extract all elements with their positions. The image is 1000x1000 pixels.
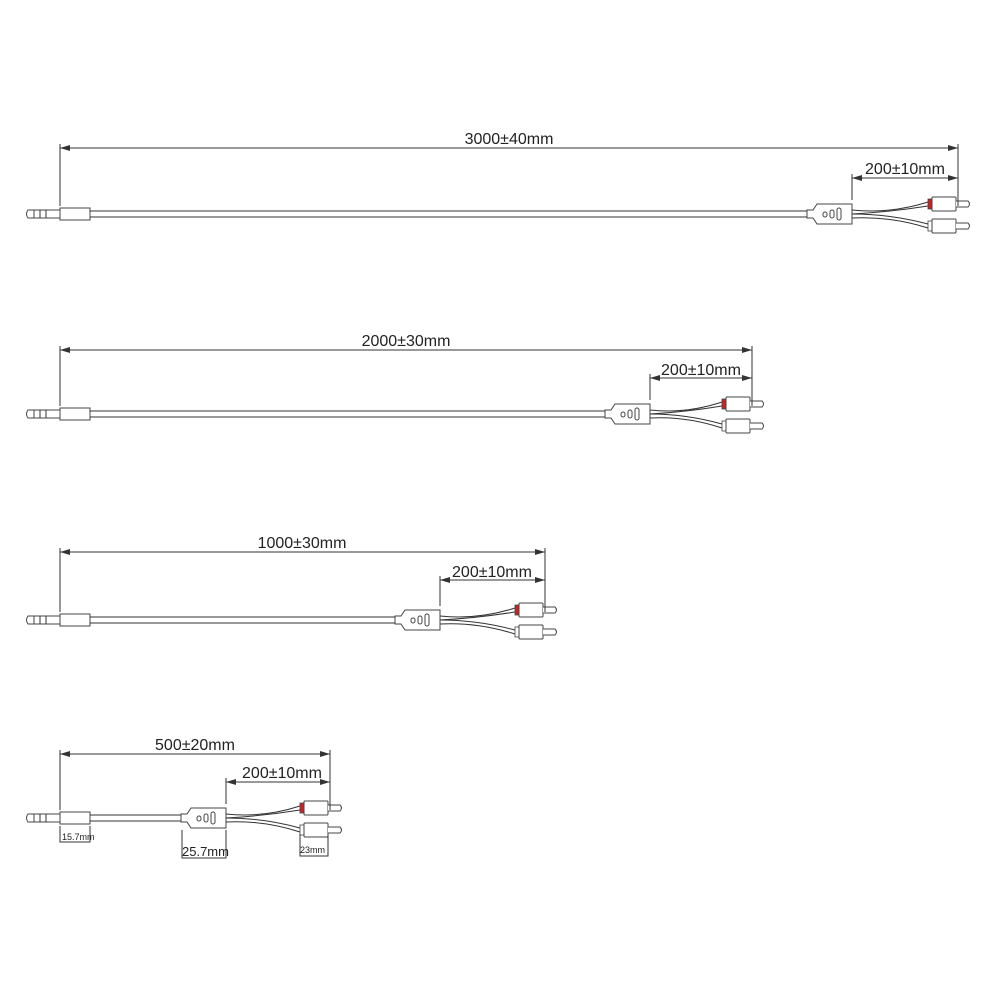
cable-1-splitter-mark2 [829,209,835,219]
rca-plug-body-cable-2-red [725,396,751,412]
cable-1-branch-1-a [851,213,929,225]
splitter-length-label: 25.7mm [182,844,229,859]
rca-pin-cable-3-red [543,606,557,614]
cable-4-splitter-mark1 [196,815,202,822]
rca-pin-cable-2-white [750,422,764,430]
cable-4-splitter-mark3 [210,811,216,825]
cable-3-jack-shaft [33,615,61,625]
cable-1-jack-body [59,207,91,221]
rca-band-cable-1-white [927,220,933,232]
rca-plug-body-cable-3-white [518,624,544,640]
jack-length-label: 15.7mm [62,832,95,842]
cable-1-splitter-mark1 [822,211,828,218]
rca-length-label: 23mm [300,845,325,855]
cable-1-jack-tip [26,209,34,219]
cable-3-branch-1-a [439,619,516,631]
cable-2-jack-shaft [33,409,61,419]
cable-2-branch-0-a [649,401,723,412]
cable-2-total-length: 2000±30mm [362,333,451,350]
rca-pin-cable-1-white [956,222,970,230]
rca-plug-body-cable-4-red [303,800,329,816]
rca-pin-cable-4-white [328,826,342,834]
rca-plug-body-cable-2-white [725,418,751,434]
rca-band-cable-4-white [299,824,305,836]
cable-1-jack-shaft [33,209,61,219]
cable-4-branch-1-b [225,821,301,833]
cable-1-branch-1-b [851,217,929,229]
splitter-length-dimension [181,830,227,859]
rca-length-dimension [299,834,329,857]
rca-band-cable-2-red [721,398,727,410]
cable-2-jack-body [59,407,91,421]
cable-2-splitter-mark2 [627,409,633,419]
cable-2-split-length: 200±10mm [661,362,741,379]
rca-band-cable-3-white [514,626,520,638]
jack-length-dimension [59,826,91,843]
rca-band-cable-3-red [514,604,520,616]
rca-plug-body-cable-4-white [303,822,329,838]
cable-1-branch-0-a [851,201,929,212]
rca-plug-body-cable-1-white [931,218,957,234]
cable-2-jack-tip [26,409,34,419]
cable-3-jack-tip [26,615,34,625]
cable-3-splitter-mark1 [410,617,416,624]
cable-4-jack-shaft [33,813,61,823]
rca-pin-cable-1-red [956,200,970,208]
cable-1-splitter-mark3 [836,207,842,221]
cable-3-jack-body [59,613,91,627]
rca-band-cable-4-red [299,802,305,814]
rca-plug-body-cable-3-red [518,602,544,618]
rca-band-cable-1-red [927,198,933,210]
cable-4-jack-body [59,811,91,825]
cable-2-splitter-mark1 [620,411,626,418]
cable-2-branch-1-b [649,417,723,429]
cable-1-total-length: 3000±40mm [465,131,554,148]
cable-4-split-length: 200±10mm [242,765,322,782]
cable-2-branch-1-a [649,413,723,425]
cable-4-branch-1-a [225,817,301,829]
cable-3-splitter-mark3 [424,613,430,627]
cable-2-splitter-mark3 [634,407,640,421]
rca-pin-cable-3-white [543,628,557,636]
cable-3-split-length: 200±10mm [452,564,532,581]
cable-4-splitter-mark2 [203,813,209,823]
cable-3-branch-0-a [439,607,516,618]
cable-1-split-length: 200±10mm [865,161,945,178]
cable-3-total-length: 1000±30mm [258,535,347,552]
cable-4-total-length: 500±20mm [155,737,235,754]
cable-4-branch-0-a [225,805,301,816]
rca-plug-body-cable-1-red [931,196,957,212]
cable-4-jack-tip [26,813,34,823]
rca-pin-cable-2-red [750,400,764,408]
cable-3-branch-1-b [439,623,516,635]
cable-3-splitter-mark2 [417,615,423,625]
rca-band-cable-2-white [721,420,727,432]
rca-pin-cable-4-red [328,804,342,812]
